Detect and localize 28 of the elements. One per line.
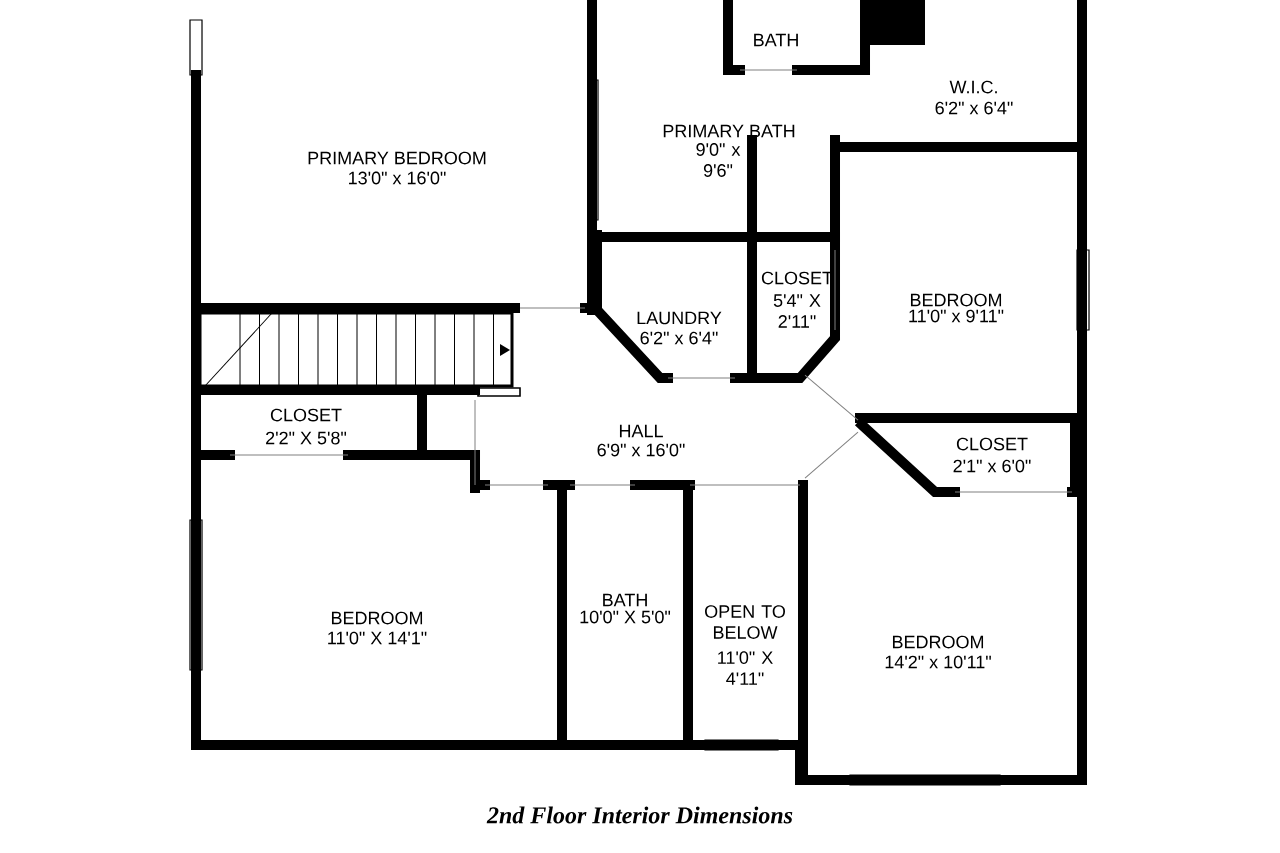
room-name: BATH [754,33,798,47]
room-dimensions: 2'1" x 6'0" [953,459,1031,473]
room-name: HALL [619,424,663,438]
room-name: CLOSET [761,271,833,285]
room-name: BATH [603,593,647,607]
title: 2nd Floor Interior Dimensions [486,806,793,824]
room-name: LAUNDRY [637,311,722,325]
room-name: PRIMARY BATH [663,124,795,138]
room-dimensions: 2'2" X 5'8" [266,431,347,445]
room-dimensions: 14'2" x 10'11" [885,655,991,669]
room-dimensions: 6'2" x 6'4" [935,101,1013,115]
room-dimensions: 10'0" X 5'0" [580,610,671,624]
room-name: BEDROOM [893,635,984,649]
room-name: BEDROOM [911,293,1002,307]
room-dimensions: 11'0" X 4'11" [718,651,773,685]
room-name: CLOSET [956,437,1028,451]
room-dimensions: 6'9" x 16'0" [597,443,685,457]
room-name: PRIMARY BEDROOM [308,151,486,165]
room-dimensions: 9'0" x 9'6" [696,143,741,177]
room-name: W.I.C. [949,80,997,94]
room-dimensions: 13'0" x 16'0" [349,171,446,185]
room-name: OPEN TO BELOW [705,605,785,639]
room-dimensions: 5'4" X 2'11" [773,294,821,328]
room-dimensions: 6'2" x 6'4" [640,331,718,345]
room-name: BEDROOM [332,611,423,625]
room-name: CLOSET [270,408,342,422]
room-dimensions: 11'0" x 9'11" [909,309,1004,323]
room-dimensions: 11'0" X 14'1" [328,631,427,645]
